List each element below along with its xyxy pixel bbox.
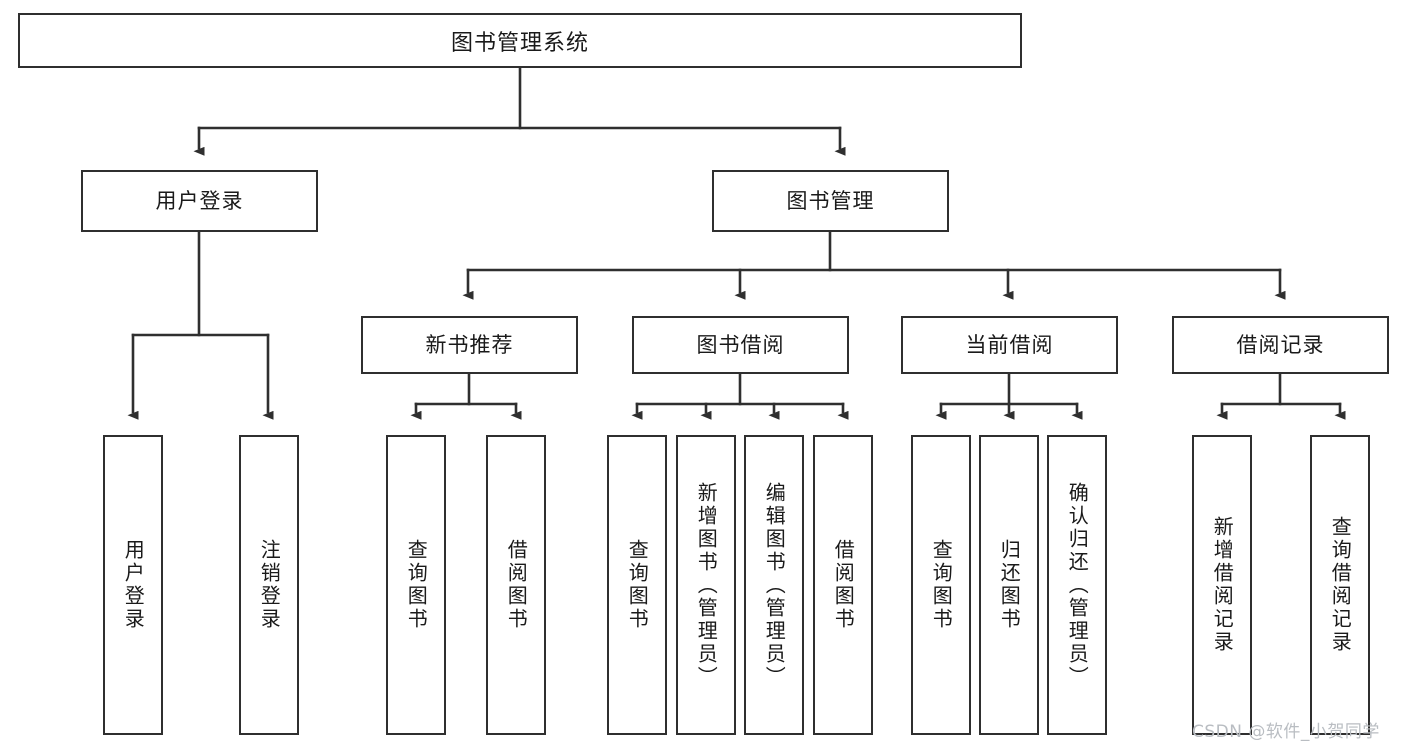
node-book-management[interactable]: 图书管理 <box>712 170 949 232</box>
watermark-text: CSDN @软件_小贺同学 <box>1192 722 1380 742</box>
node-label: 图书管理 <box>786 188 875 213</box>
leaf-borrow-query-book[interactable]: 查询图书 <box>607 435 667 735</box>
node-label: 查询图书 <box>929 539 954 631</box>
leaf-new-book-borrow[interactable]: 借阅图书 <box>486 435 546 735</box>
node-label: 归还图书 <box>997 539 1022 631</box>
leaf-borrow-edit-book-admin[interactable]: 编辑图书（管理员） <box>744 435 804 735</box>
node-new-book-recommend[interactable]: 新书推荐 <box>361 316 578 374</box>
leaf-borrow-add-book-admin[interactable]: 新增图书（管理员） <box>676 435 736 735</box>
node-label: 确认归还（管理员） <box>1065 481 1090 689</box>
node-label: 新增图书（管理员） <box>694 481 719 689</box>
node-borrow-record[interactable]: 借阅记录 <box>1172 316 1389 374</box>
node-label: 查询图书 <box>625 539 650 631</box>
node-label: 查询图书 <box>404 539 429 631</box>
node-book-borrow[interactable]: 图书借阅 <box>632 316 849 374</box>
leaf-current-return-book[interactable]: 归还图书 <box>979 435 1039 735</box>
node-label: 当前借阅 <box>965 332 1054 357</box>
node-user-login[interactable]: 用户登录 <box>81 170 318 232</box>
node-label: 用户登录 <box>121 539 146 631</box>
leaf-current-query-book[interactable]: 查询图书 <box>911 435 971 735</box>
leaf-user-login-login[interactable]: 用户登录 <box>103 435 163 735</box>
node-label: 借阅图书 <box>831 539 856 631</box>
leaf-record-query-borrow-record[interactable]: 查询借阅记录 <box>1310 435 1370 735</box>
leaf-borrow-borrow-book[interactable]: 借阅图书 <box>813 435 873 735</box>
node-label: 注销登录 <box>257 539 282 631</box>
leaf-record-add-borrow-record[interactable]: 新增借阅记录 <box>1192 435 1252 735</box>
node-label: 借阅图书 <box>504 539 529 631</box>
node-label: 编辑图书（管理员） <box>762 481 787 689</box>
node-label: 查询借阅记录 <box>1328 516 1353 654</box>
leaf-new-book-query[interactable]: 查询图书 <box>386 435 446 735</box>
node-label: 新增借阅记录 <box>1210 516 1235 654</box>
node-label: 用户登录 <box>155 188 244 213</box>
node-label: 新书推荐 <box>425 332 514 357</box>
leaf-current-confirm-return-admin[interactable]: 确认归还（管理员） <box>1047 435 1107 735</box>
node-label: 图书管理系统 <box>450 30 589 56</box>
node-label: 图书借阅 <box>696 332 785 357</box>
node-current-borrow[interactable]: 当前借阅 <box>901 316 1118 374</box>
leaf-user-login-logout[interactable]: 注销登录 <box>239 435 299 735</box>
node-root-book-management-system[interactable]: 图书管理系统 <box>18 13 1022 68</box>
node-label: 借阅记录 <box>1236 332 1325 357</box>
